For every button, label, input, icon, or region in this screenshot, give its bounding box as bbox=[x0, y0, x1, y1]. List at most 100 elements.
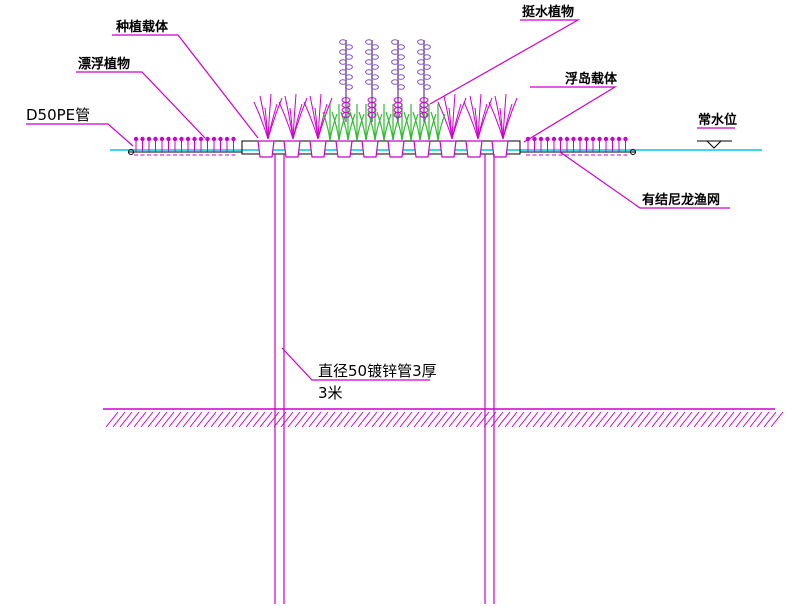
hatch-stroke bbox=[749, 411, 763, 428]
hatch-stroke bbox=[259, 411, 273, 428]
hatch-stroke bbox=[343, 411, 357, 428]
spike-floret bbox=[339, 39, 347, 45]
hatch-stroke bbox=[175, 411, 189, 428]
grass-blade bbox=[292, 93, 297, 140]
hatch-stroke bbox=[210, 411, 224, 428]
spike-floret bbox=[339, 49, 347, 55]
spike-base-floret bbox=[341, 112, 351, 118]
grass-blade bbox=[292, 97, 308, 140]
hatch-stroke bbox=[266, 411, 280, 428]
floating-plant-head bbox=[185, 136, 191, 142]
hatch-stroke bbox=[399, 411, 413, 428]
hatch-stroke bbox=[392, 411, 406, 428]
hatch-stroke bbox=[651, 411, 665, 428]
grass-blade bbox=[451, 97, 467, 140]
hatch-stroke bbox=[112, 411, 126, 428]
foliage-blade bbox=[419, 113, 428, 141]
grass-blade bbox=[443, 95, 453, 140]
foliage-blade bbox=[322, 111, 331, 141]
hatch-stroke bbox=[385, 411, 399, 428]
ground-hatch bbox=[105, 411, 784, 428]
grass-blade bbox=[309, 95, 319, 140]
floating-plant-head bbox=[192, 136, 197, 142]
spike-floret bbox=[417, 39, 425, 45]
hatch-stroke bbox=[434, 411, 448, 428]
hatch-stroke bbox=[574, 411, 588, 428]
hatch-stroke bbox=[637, 411, 651, 428]
foliage-blade bbox=[347, 113, 356, 141]
hatch-stroke bbox=[721, 411, 735, 428]
grass-blade bbox=[259, 95, 269, 140]
hatch-stroke bbox=[308, 411, 322, 428]
spike-floret bbox=[365, 59, 373, 65]
hatch-stroke bbox=[329, 411, 343, 428]
hatch-stroke bbox=[665, 411, 679, 428]
hatch-stroke bbox=[133, 411, 147, 428]
label-emergent-plants: 挺水植物 bbox=[522, 4, 574, 20]
spike-floret bbox=[423, 84, 431, 90]
hatch-stroke bbox=[252, 411, 266, 428]
hatch-stroke bbox=[427, 411, 441, 428]
grass-blade bbox=[284, 95, 294, 140]
hatch-stroke bbox=[413, 411, 427, 428]
grass-blade bbox=[494, 95, 504, 140]
label-water-level: 常水位 bbox=[698, 112, 737, 128]
label-nylon-net: 有结尼龙渔网 bbox=[642, 192, 720, 208]
hatch-stroke bbox=[490, 411, 504, 428]
hatch-stroke bbox=[154, 411, 168, 428]
spike-floret bbox=[345, 54, 353, 60]
hatch-stroke bbox=[273, 411, 287, 428]
floating-plant-head bbox=[172, 136, 178, 142]
foliage-blade bbox=[428, 113, 437, 141]
grass-blade bbox=[502, 93, 507, 140]
floating-plant-head bbox=[179, 136, 184, 142]
foliage-blade bbox=[329, 113, 338, 141]
foliage-blade bbox=[410, 113, 419, 141]
hatch-stroke bbox=[287, 411, 301, 428]
hatch-stroke bbox=[168, 411, 182, 428]
hatch-stroke bbox=[350, 411, 364, 428]
spike-floret bbox=[371, 44, 379, 50]
floating-plant-head bbox=[558, 136, 563, 142]
hatch-stroke bbox=[672, 411, 686, 428]
hatch-stroke bbox=[644, 411, 658, 428]
hatch-stroke bbox=[630, 411, 644, 428]
planting-cup bbox=[361, 140, 379, 158]
spike-floret bbox=[345, 44, 353, 50]
hatch-stroke bbox=[126, 411, 140, 428]
hatch-stroke bbox=[707, 411, 721, 428]
floating-plant-head bbox=[551, 136, 557, 142]
water-level-symbol bbox=[697, 140, 732, 149]
spike-floret bbox=[345, 74, 353, 80]
floating-plant-head bbox=[159, 136, 165, 142]
hatch-stroke bbox=[140, 411, 154, 428]
hatch-stroke bbox=[161, 411, 175, 428]
hatch-stroke bbox=[658, 411, 672, 428]
hatch-stroke bbox=[224, 411, 238, 428]
spike-floret bbox=[423, 74, 431, 80]
spike-base-floret bbox=[367, 112, 377, 118]
spike-floret bbox=[365, 49, 373, 55]
spike-floret bbox=[391, 79, 399, 85]
spike-floret bbox=[339, 69, 347, 75]
planting-cup bbox=[335, 140, 353, 158]
hatch-stroke bbox=[294, 411, 308, 428]
floating-plant-head bbox=[532, 136, 537, 142]
hatch-stroke bbox=[420, 411, 434, 428]
spike-floret bbox=[391, 69, 399, 75]
hatch-stroke bbox=[679, 411, 693, 428]
hatch-stroke bbox=[378, 411, 392, 428]
planting-cup bbox=[309, 140, 327, 158]
hatch-stroke bbox=[581, 411, 595, 428]
hatch-stroke bbox=[623, 411, 637, 428]
spike-base-floret bbox=[419, 112, 429, 118]
foliage-blade bbox=[392, 113, 401, 141]
hatch-stroke bbox=[441, 411, 455, 428]
hatch-stroke bbox=[742, 411, 756, 428]
label-steel-pipe-length: 3米 bbox=[318, 384, 343, 402]
floating-plant-head bbox=[590, 136, 596, 142]
hatch-stroke bbox=[686, 411, 700, 428]
planting-cup bbox=[257, 140, 275, 158]
floating-plant-head bbox=[584, 136, 589, 142]
grass-blade bbox=[267, 93, 272, 140]
